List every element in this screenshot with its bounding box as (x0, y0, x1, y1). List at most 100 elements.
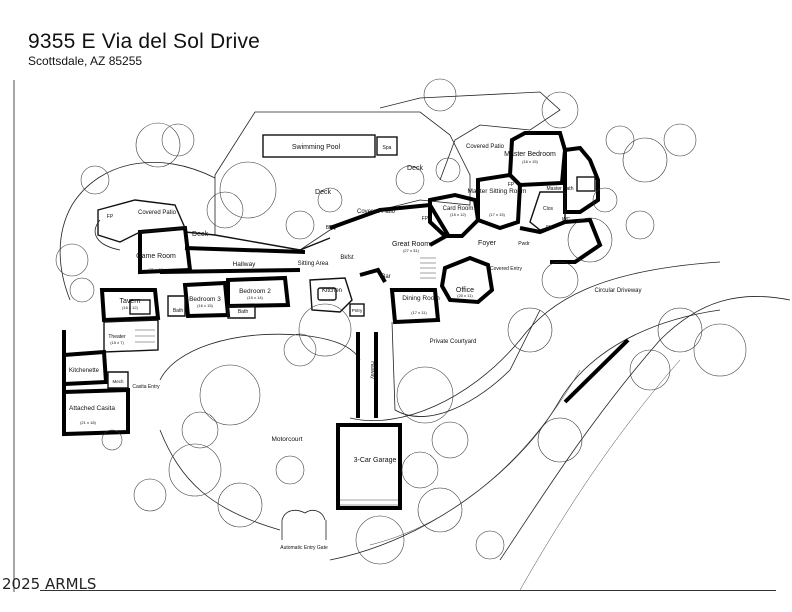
theater-walls (103, 319, 159, 353)
bath-3-label: Bath (173, 308, 184, 314)
master-bedroom-label: Master Bedroom (504, 151, 556, 158)
garage-walls (336, 423, 402, 510)
powder-label: Pwdr (518, 241, 530, 247)
covered-patio-north: Covered Patio (466, 144, 505, 150)
bar-counter (129, 299, 151, 315)
spa-label: Spa (383, 145, 392, 151)
bkfst-label: Bkfst (340, 255, 354, 261)
card-room-label: Card Room (443, 206, 474, 212)
tavern-dim: (16 x 12) (122, 305, 138, 310)
theater-dim: (15 x 7) (110, 340, 124, 345)
card-room-dim: (15 x 12) (450, 212, 466, 217)
master-wing-south (519, 217, 603, 264)
driveway-wall (563, 338, 630, 404)
covered-patio-center: Covered Patio (357, 209, 396, 215)
game-room-dim: (21 x 11) (148, 267, 164, 272)
mech-label: Mech (112, 379, 124, 384)
mech-room (107, 371, 129, 389)
master-bath-label: Master Bath (547, 186, 574, 192)
hallway-north-wall (184, 246, 306, 254)
kitchen-walls (309, 277, 353, 313)
entry-gate-label: Automatic Entry Gate (280, 545, 328, 551)
hallway-label: Hallway (233, 261, 257, 268)
main-house-north (184, 231, 331, 251)
road-right (499, 295, 791, 561)
bedroom-2-dim: (15 x 14) (247, 295, 263, 300)
entry-gate (281, 509, 326, 521)
pantry-label: Pntry (352, 308, 363, 313)
page-title: 9355 E Via del Sol Drive (28, 30, 261, 53)
great-room-walls (329, 202, 451, 247)
deck-label-east: Deck (407, 165, 423, 172)
private-courtyard-label: Private Courtyard (430, 339, 477, 345)
covered-patio-west: Covered Patio (138, 210, 177, 216)
dining-room-label: Dining Room (402, 295, 440, 302)
dining-dim: (17 x 11) (411, 310, 427, 315)
clos-label: Clos (543, 206, 554, 212)
motorcourt-label: Motorcourt (271, 436, 302, 443)
casita-walls (62, 387, 130, 437)
garage-hallway-walls (356, 332, 378, 418)
wc-label: WC (562, 217, 571, 223)
west-patio-outline (97, 199, 187, 243)
bar-label: Bar (381, 274, 390, 280)
theater-seats (135, 329, 155, 343)
game-room-label: Game Room (136, 253, 176, 260)
swimming-pool (262, 134, 376, 158)
tub (576, 176, 596, 192)
fp-casita: FP (71, 390, 78, 396)
bedroom-3-label: Bedroom 3 (189, 296, 221, 303)
master-sitting-label: Master Sitting Room (468, 188, 527, 195)
fp-west: FP (107, 214, 114, 220)
road-right-inner (519, 359, 681, 591)
courtyard-boundary (391, 309, 541, 417)
covered-entry-label: Covered Entry (490, 266, 522, 272)
landscape-trees (55, 78, 747, 565)
page-subtitle: Scottsdale, AZ 85255 (28, 54, 143, 68)
casita-label: Attached Casita (69, 405, 115, 412)
card-room-walls (428, 192, 481, 238)
master-bedroom-dim: (16 x 15) (522, 159, 538, 164)
theater-label: Theater (108, 334, 126, 340)
foyer-label: Foyer (478, 240, 497, 247)
bedroom-2-walls (226, 275, 291, 309)
fp-master: FP (508, 182, 515, 188)
office-walls (439, 255, 495, 305)
spa (376, 136, 398, 156)
master-sitting-dim: (17 x 15) (489, 212, 505, 217)
motorcourt-lower (159, 429, 281, 531)
west-patio-arc (94, 219, 121, 251)
bedroom-2-label: Bedroom 2 (239, 288, 271, 295)
circular-driveway-label: Circular Driveway (594, 288, 641, 294)
dining-room-walls (389, 288, 441, 325)
sitting-area-label: Sitting Area (298, 261, 329, 267)
garage-doors (340, 499, 398, 506)
pool-label: Swimming Pool (292, 144, 341, 151)
great-room-label: Great Room (392, 241, 430, 248)
driveway-curve-outer (329, 309, 721, 561)
kitchen-label: Kitchen (322, 288, 342, 294)
deck-label-center: Deck (315, 189, 331, 196)
bath-2-label: Bath (238, 309, 249, 315)
great-room-dim: (27 x 31) (403, 248, 419, 253)
bath-walls (167, 295, 256, 319)
copyright-watermark: 2025 ARMLS (2, 575, 97, 593)
bottom-rule (40, 590, 776, 591)
foyer-steps (420, 257, 436, 279)
bbq-label: BBQ (326, 225, 337, 231)
office-dim: (20 x 11) (457, 293, 473, 298)
casita-entry-label: Casita Entry (132, 384, 160, 390)
garage-hallway-label: Hallway (369, 361, 375, 379)
tavern-label: Tavern (119, 298, 140, 305)
driveway-curve (349, 261, 721, 421)
garage-label: 3-Car Garage (354, 457, 397, 464)
deck-outline (214, 111, 471, 251)
office-label: Office (456, 287, 474, 294)
game-room-walls (138, 225, 193, 275)
pantry (349, 303, 365, 317)
fp-card: FP (422, 216, 429, 222)
motorcourt-curve (159, 333, 361, 381)
kitchen-island (317, 287, 337, 301)
deck-label-west: Deck (192, 231, 208, 238)
